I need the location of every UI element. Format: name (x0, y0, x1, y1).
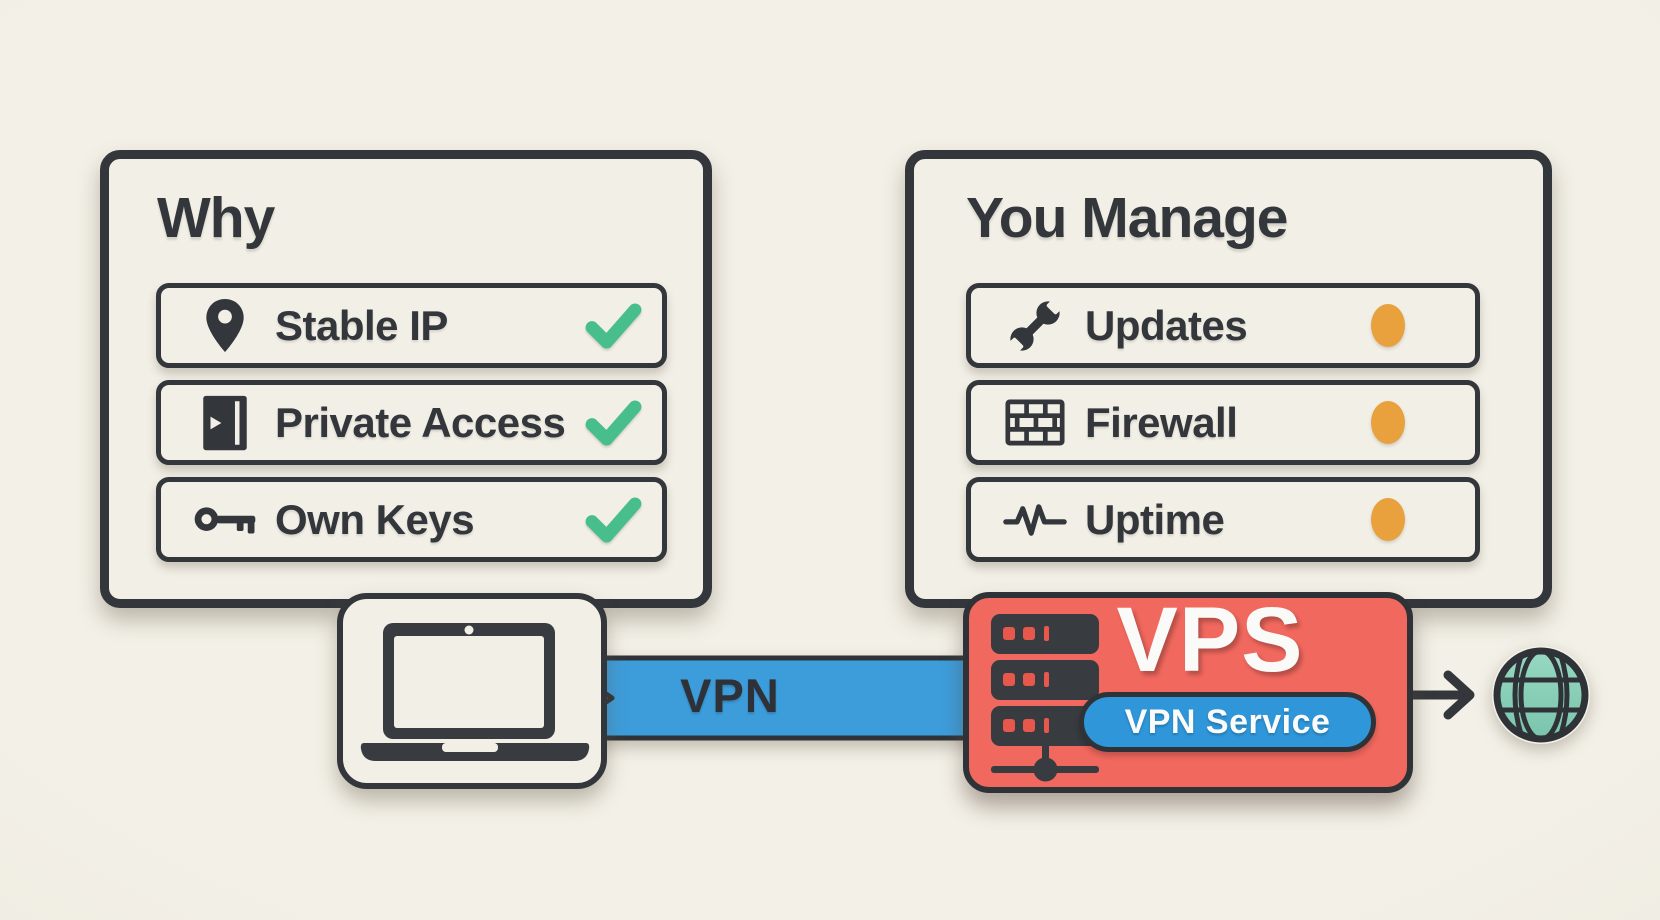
list-item-uptime: Uptime (966, 477, 1480, 562)
you-manage-panel: You Manage Updates (905, 150, 1552, 608)
vps-server-box: VPS VPN Service (963, 592, 1413, 793)
list-item-label: Updates (1085, 301, 1248, 349)
internet-globe-icon (1492, 646, 1590, 744)
why-panel-title: Why (157, 186, 275, 250)
server-stack-icon (991, 614, 1099, 782)
key-icon (193, 500, 257, 540)
list-item-stable-ip: Stable IP (156, 283, 667, 368)
you-manage-panel-title: You Manage (966, 186, 1288, 250)
vpn-service-badge: VPN Service (1079, 692, 1376, 752)
vpn-tunnel-label: VPN (680, 669, 780, 722)
firewall-icon (1003, 399, 1067, 446)
vps-title: VPS (1116, 589, 1304, 691)
why-panel: Why Stable IP (100, 150, 712, 608)
managed-dot (1371, 401, 1475, 444)
check-icon (585, 496, 642, 543)
wrench-icon (1003, 295, 1067, 357)
check-icon (585, 302, 642, 349)
to-internet-arrow (1406, 670, 1475, 720)
list-item-label: Own Keys (275, 495, 475, 543)
door-icon (193, 394, 257, 452)
list-item-private-access: Private Access (156, 380, 667, 465)
laptop-icon (360, 623, 590, 761)
pulse-icon (1003, 497, 1067, 543)
vpn-service-badge-label: VPN Service (1124, 702, 1331, 741)
list-item-label: Stable IP (275, 301, 448, 349)
list-item-label: Private Access (275, 398, 566, 446)
list-item-updates: Updates (966, 283, 1480, 368)
list-item-label: Firewall (1085, 398, 1238, 446)
map-pin-icon (193, 297, 257, 354)
list-item-own-keys: Own Keys (156, 477, 667, 562)
check-icon (585, 399, 642, 446)
managed-dot (1371, 304, 1475, 347)
managed-dot (1371, 498, 1475, 541)
client-device-box (337, 593, 607, 789)
list-item-label: Uptime (1085, 495, 1225, 543)
list-item-firewall: Firewall (966, 380, 1480, 465)
